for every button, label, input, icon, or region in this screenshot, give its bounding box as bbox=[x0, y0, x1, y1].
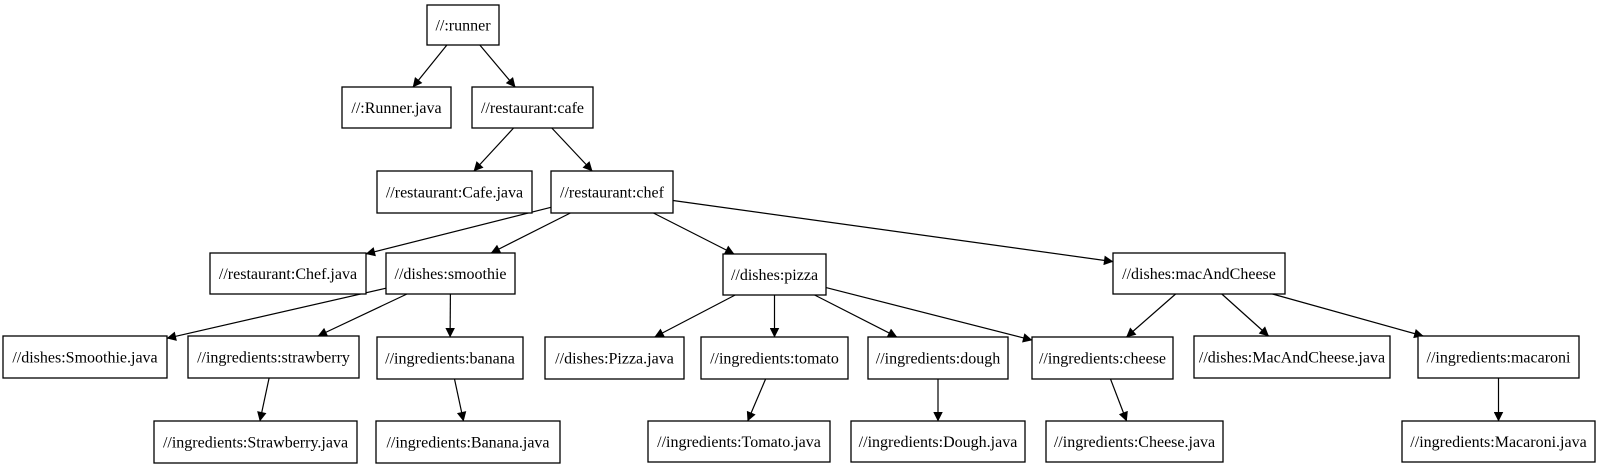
node-label: //ingredients:Cheese.java bbox=[1054, 434, 1215, 451]
edge-mac_and_cheese-macaroni bbox=[1272, 293, 1424, 339]
graph-node-chef: //restaurant:chef bbox=[550, 170, 674, 214]
edge-pizza-dough bbox=[814, 294, 898, 338]
node-box bbox=[1045, 420, 1224, 463]
node-label: //:runner bbox=[435, 18, 491, 35]
node-box bbox=[722, 253, 827, 296]
graph-node-strawberry_java: //ingredients:Strawberry.java bbox=[153, 420, 358, 464]
node-box bbox=[471, 86, 594, 129]
node-label: //ingredients:banana bbox=[385, 351, 515, 368]
edge-chef-chef_java bbox=[365, 206, 552, 257]
node-label: //dishes:Pizza.java bbox=[555, 351, 674, 368]
node-label: //dishes:smoothie bbox=[395, 266, 507, 283]
node-box bbox=[2, 335, 168, 379]
graph-node-dough_java: //ingredients:Dough.java bbox=[850, 420, 1026, 463]
graph-node-runner: //:runner bbox=[426, 4, 500, 46]
edge-cafe-cafe_java bbox=[473, 127, 515, 172]
node-box bbox=[544, 336, 685, 380]
node-label: //ingredients:Strawberry.java bbox=[163, 435, 348, 452]
node-label: //ingredients:Tomato.java bbox=[657, 434, 821, 451]
graph-node-cheese_java: //ingredients:Cheese.java bbox=[1045, 420, 1224, 463]
node-label: //ingredients:strawberry bbox=[197, 350, 350, 367]
graph-node-pizza_java: //dishes:Pizza.java bbox=[544, 336, 685, 380]
node-box bbox=[1031, 336, 1174, 380]
node-box bbox=[426, 4, 500, 46]
node-label: //restaurant:Cafe.java bbox=[386, 185, 523, 202]
edges-layer bbox=[166, 44, 1504, 422]
node-box bbox=[550, 170, 674, 214]
graph-node-smoothie: //dishes:smoothie bbox=[385, 252, 516, 295]
graph-node-smoothie_java: //dishes:Smoothie.java bbox=[2, 335, 168, 379]
node-box bbox=[1401, 420, 1596, 463]
edge-chef-mac_and_cheese bbox=[672, 199, 1114, 266]
node-label: //dishes:MacAndCheese.java bbox=[1199, 350, 1385, 367]
edge-strawberry-strawberry_java bbox=[257, 377, 270, 422]
edge-cafe-chef bbox=[551, 127, 593, 172]
graph-node-tomato: //ingredients:tomato bbox=[700, 336, 849, 380]
graph-node-dough: //ingredients:dough bbox=[867, 336, 1009, 380]
node-box bbox=[647, 420, 831, 463]
node-box bbox=[867, 336, 1009, 380]
node-box bbox=[700, 336, 849, 380]
node-box bbox=[153, 420, 358, 464]
graph-node-chef_java: //restaurant:Chef.java bbox=[209, 252, 367, 295]
edge-pizza-pizza_java bbox=[654, 294, 736, 338]
graph-node-cafe: //restaurant:cafe bbox=[471, 86, 594, 129]
edge-pizza-cheese bbox=[825, 287, 1033, 343]
node-box bbox=[385, 252, 516, 295]
node-label: //ingredients:Macaroni.java bbox=[1410, 434, 1586, 451]
node-box bbox=[376, 170, 533, 214]
node-label: //restaurant:Chef.java bbox=[219, 266, 357, 283]
edge-chef-pizza bbox=[653, 212, 735, 255]
node-label: //ingredients:macaroni bbox=[1427, 350, 1572, 367]
graph-node-pizza: //dishes:pizza bbox=[722, 253, 827, 296]
graph-node-runner_java: //:Runner.java bbox=[341, 86, 452, 129]
edge-mac_and_cheese-cheese bbox=[1126, 293, 1176, 338]
node-label: //ingredients:cheese bbox=[1039, 351, 1166, 368]
node-box bbox=[187, 335, 360, 379]
node-box bbox=[1112, 252, 1286, 295]
graph-node-banana: //ingredients:banana bbox=[376, 336, 524, 380]
graph-node-tomato_java: //ingredients:Tomato.java bbox=[647, 420, 831, 463]
graph-node-cheese: //ingredients:cheese bbox=[1031, 336, 1174, 380]
node-label: //dishes:pizza bbox=[731, 267, 818, 284]
edge-smoothie-smoothie_java bbox=[166, 287, 387, 341]
graph-node-banana_java: //ingredients:Banana.java bbox=[375, 420, 561, 464]
node-box bbox=[376, 336, 524, 380]
node-label: //restaurant:cafe bbox=[481, 100, 584, 117]
node-box bbox=[1193, 335, 1391, 379]
node-box bbox=[1417, 335, 1580, 379]
edge-runner-cafe bbox=[479, 44, 516, 88]
graph-node-cafe_java: //restaurant:Cafe.java bbox=[376, 170, 533, 214]
node-label: //restaurant:chef bbox=[560, 185, 665, 202]
node-label: //ingredients:tomato bbox=[710, 351, 839, 368]
edge-runner-runner_java bbox=[412, 44, 448, 88]
edge-tomato-tomato_java bbox=[746, 378, 767, 422]
node-label: //dishes:macAndCheese bbox=[1122, 266, 1276, 283]
graph-node-macaroni: //ingredients:macaroni bbox=[1417, 335, 1580, 379]
graph-node-macaroni_java: //ingredients:Macaroni.java bbox=[1401, 420, 1596, 463]
edge-cheese-cheese_java bbox=[1109, 378, 1128, 422]
node-box bbox=[209, 252, 367, 295]
nodes-layer: //:runner //:Runner.java //restaurant:cafe… bbox=[2, 4, 1596, 464]
node-label: //ingredients:Banana.java bbox=[386, 435, 549, 452]
edge-smoothie-strawberry bbox=[317, 293, 408, 337]
edge-mac_and_cheese-mac_java bbox=[1221, 293, 1270, 337]
graph-node-mac_java: //dishes:MacAndCheese.java bbox=[1193, 335, 1391, 379]
node-label: //dishes:Smoothie.java bbox=[12, 350, 157, 367]
graph-node-mac_and_cheese: //dishes:macAndCheese bbox=[1112, 252, 1286, 295]
edge-chef-smoothie bbox=[490, 212, 571, 254]
edge-banana-banana_java bbox=[453, 378, 467, 422]
node-box bbox=[341, 86, 452, 129]
graph-node-strawberry: //ingredients:strawberry bbox=[187, 335, 360, 379]
node-label: //:Runner.java bbox=[351, 100, 441, 117]
node-box bbox=[850, 420, 1026, 463]
node-label: //ingredients:dough bbox=[876, 351, 1000, 368]
node-box bbox=[375, 420, 561, 464]
node-label: //ingredients:Dough.java bbox=[859, 434, 1018, 451]
